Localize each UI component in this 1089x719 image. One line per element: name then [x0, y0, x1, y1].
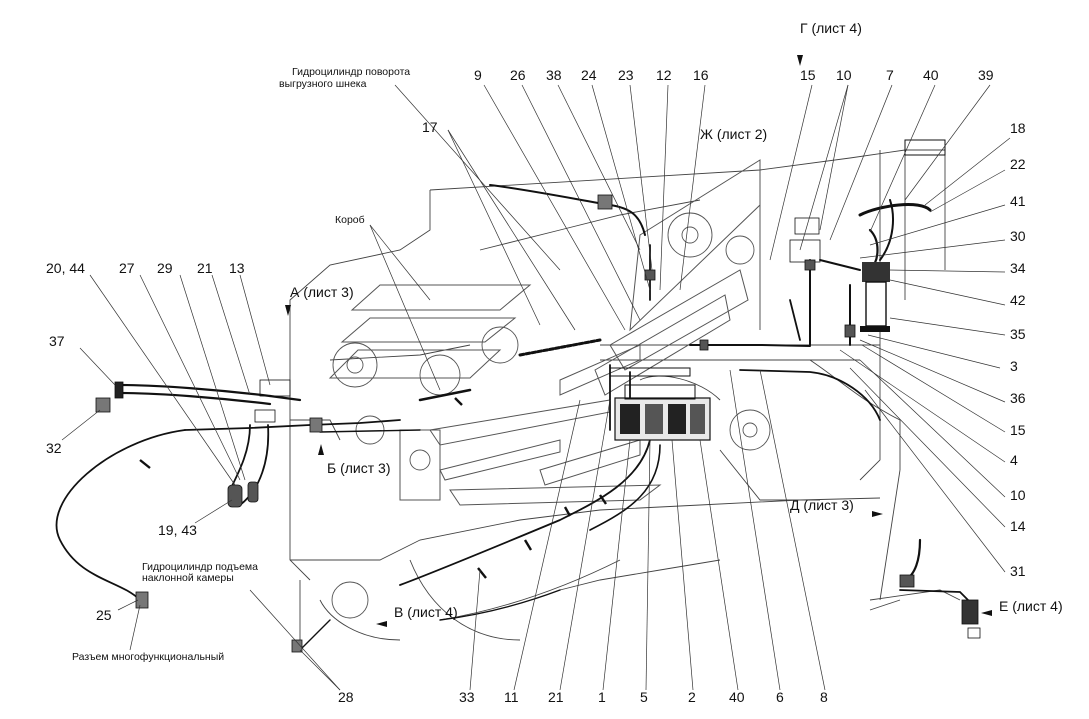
callout-28: 28 [338, 689, 354, 705]
note-feeder-cylinder-2: наклонной камеры [142, 572, 234, 584]
callout-14: 14 [1010, 518, 1026, 534]
callout-18: 18 [1010, 120, 1026, 136]
callout-35: 35 [1010, 326, 1026, 342]
callout-24: 24 [581, 67, 597, 83]
callout-19-43: 19, 43 [158, 522, 197, 538]
view-ref-v: В (лист 4) [394, 604, 458, 620]
callout-6: 6 [776, 689, 784, 705]
callout-9: 9 [474, 67, 482, 83]
fittings [95, 194, 981, 653]
view-ref-g: Г (лист 4) [800, 20, 862, 36]
callout-3: 3 [1010, 358, 1018, 374]
view-ref-b: Б (лист 3) [327, 460, 391, 476]
callout-20-44: 20, 44 [46, 260, 85, 276]
leader-lines [61, 84, 1011, 691]
callout-10-right: 10 [1010, 487, 1026, 503]
note-box: Короб [335, 214, 365, 226]
callout-32: 32 [46, 440, 62, 456]
note-multifunction-connector: Разъем многофункциональный [72, 651, 225, 663]
callout-12: 12 [656, 67, 672, 83]
callout-22: 22 [1010, 156, 1026, 172]
callout-5: 5 [640, 689, 648, 705]
callout-29: 29 [157, 260, 173, 276]
note-unload-auger-cylinder-2: выгрузного шнека [279, 78, 367, 90]
callout-34: 34 [1010, 260, 1026, 276]
hydraulic-valve-block [609, 367, 711, 441]
callout-13: 13 [229, 260, 245, 276]
callout-31: 31 [1010, 563, 1026, 579]
callout-15-right: 15 [1010, 422, 1026, 438]
view-ref-zh: Ж (лист 2) [700, 126, 768, 142]
callout-27: 27 [119, 260, 135, 276]
view-arrows [285, 55, 992, 627]
callout-40-top: 40 [923, 67, 939, 83]
callout-23: 23 [618, 67, 634, 83]
callout-7: 7 [886, 67, 894, 83]
sheet-panels [328, 159, 761, 506]
callout-30: 30 [1010, 228, 1026, 244]
callout-38: 38 [546, 67, 562, 83]
callout-16: 16 [693, 67, 709, 83]
callout-39: 39 [978, 67, 994, 83]
gear-wheels [331, 212, 771, 619]
callout-10-top: 10 [836, 67, 852, 83]
callout-25: 25 [96, 607, 112, 623]
callout-1: 1 [598, 689, 606, 705]
callout-17: 17 [422, 119, 438, 135]
hose-clamps [139, 397, 607, 579]
callout-40-bottom: 40 [729, 689, 745, 705]
callout-33: 33 [459, 689, 475, 705]
view-ref-a: А (лист 3) [290, 284, 354, 300]
callout-21-left: 21 [197, 260, 213, 276]
view-ref-d: Д (лист 3) [790, 497, 854, 513]
note-unload-auger-cylinder-1: Гидроцилиндр поворота [292, 66, 411, 78]
callout-21-bottom: 21 [548, 689, 564, 705]
note-feeder-cylinder-1: Гидроцилиндр подъема [142, 561, 258, 573]
callout-36: 36 [1010, 390, 1026, 406]
callout-8: 8 [820, 689, 828, 705]
callout-2: 2 [688, 689, 696, 705]
view-ref-e: Е (лист 4) [999, 598, 1063, 614]
callout-4: 4 [1010, 452, 1018, 468]
callout-11: 11 [504, 689, 519, 705]
callout-41: 41 [1010, 193, 1026, 209]
callout-15-top: 15 [800, 67, 816, 83]
callout-26: 26 [510, 67, 526, 83]
callout-42: 42 [1010, 292, 1026, 308]
callout-37: 37 [49, 333, 65, 349]
hydraulic-filter [860, 139, 946, 332]
